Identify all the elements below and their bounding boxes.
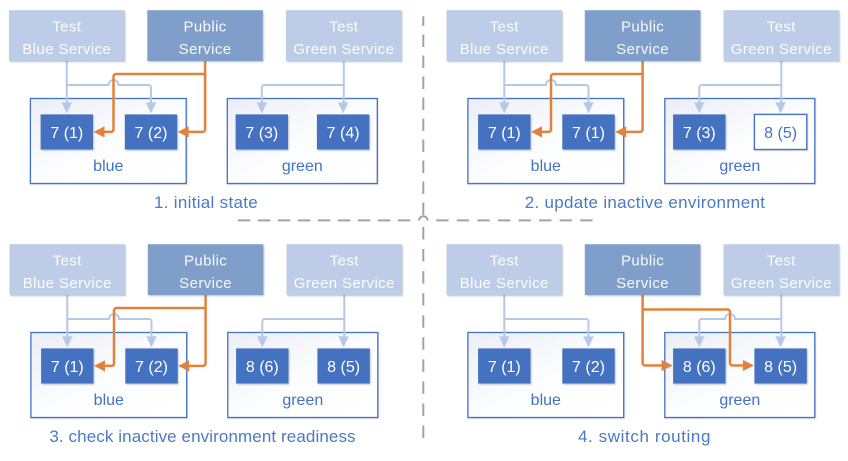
svg-text:8 (5): 8 (5) [764, 359, 797, 376]
svg-text:7 (1): 7 (1) [50, 125, 83, 142]
svg-text:Service: Service [616, 275, 669, 292]
svg-text:7 (3): 7 (3) [683, 125, 716, 142]
svg-text:Test: Test [52, 19, 82, 36]
svg-text:Green Service: Green Service [294, 275, 395, 292]
svg-text:7 (1): 7 (1) [51, 359, 84, 376]
svg-text:Test: Test [490, 253, 520, 270]
svg-text:7 (4): 7 (4) [327, 125, 360, 142]
svg-text:Blue Service: Blue Service [22, 41, 111, 58]
svg-text:7 (2): 7 (2) [135, 359, 168, 376]
svg-text:green: green [719, 158, 760, 175]
svg-text:Green Service: Green Service [293, 41, 394, 58]
svg-text:green: green [282, 392, 323, 409]
svg-text:8 (5): 8 (5) [764, 125, 797, 142]
svg-text:Blue Service: Blue Service [23, 275, 112, 292]
svg-text:Service: Service [179, 41, 232, 58]
svg-text:Test: Test [53, 253, 83, 270]
svg-text:7 (3): 7 (3) [245, 125, 278, 142]
svg-text:4. switch routing: 4. switch routing [578, 427, 711, 446]
svg-text:Public: Public [621, 253, 664, 270]
svg-text:Test: Test [767, 19, 797, 36]
svg-text:7 (1): 7 (1) [488, 359, 521, 376]
svg-text:Green Service: Green Service [731, 275, 832, 292]
svg-text:Test: Test [329, 19, 359, 36]
svg-text:Service: Service [179, 275, 232, 292]
svg-text:green: green [719, 392, 760, 409]
svg-text:Blue Service: Blue Service [460, 41, 549, 58]
svg-text:Green Service: Green Service [731, 41, 832, 58]
svg-text:7 (1): 7 (1) [572, 125, 605, 142]
svg-text:8 (6): 8 (6) [683, 359, 716, 376]
svg-text:Service: Service [616, 41, 669, 58]
svg-text:8 (6): 8 (6) [246, 359, 279, 376]
svg-text:7 (2): 7 (2) [572, 359, 605, 376]
svg-text:Public: Public [183, 19, 226, 36]
svg-text:Test: Test [767, 253, 797, 270]
svg-text:Blue Service: Blue Service [460, 275, 549, 292]
svg-text:blue: blue [94, 392, 124, 409]
svg-text:blue: blue [531, 392, 561, 409]
svg-text:2. update inactive environment: 2. update inactive environment [525, 193, 766, 212]
svg-text:blue: blue [93, 158, 123, 175]
svg-text:1. initial state: 1. initial state [154, 193, 258, 212]
svg-text:Test: Test [490, 19, 520, 36]
svg-text:Public: Public [184, 253, 227, 270]
svg-text:7 (1): 7 (1) [488, 125, 521, 142]
svg-text:7 (2): 7 (2) [135, 125, 168, 142]
svg-text:Public: Public [621, 19, 664, 36]
svg-text:blue: blue [531, 158, 561, 175]
svg-text:3. check inactive environment: 3. check inactive environment readiness [49, 427, 355, 446]
svg-text:green: green [282, 158, 323, 175]
svg-text:Test: Test [330, 253, 360, 270]
svg-text:8 (5): 8 (5) [327, 359, 360, 376]
